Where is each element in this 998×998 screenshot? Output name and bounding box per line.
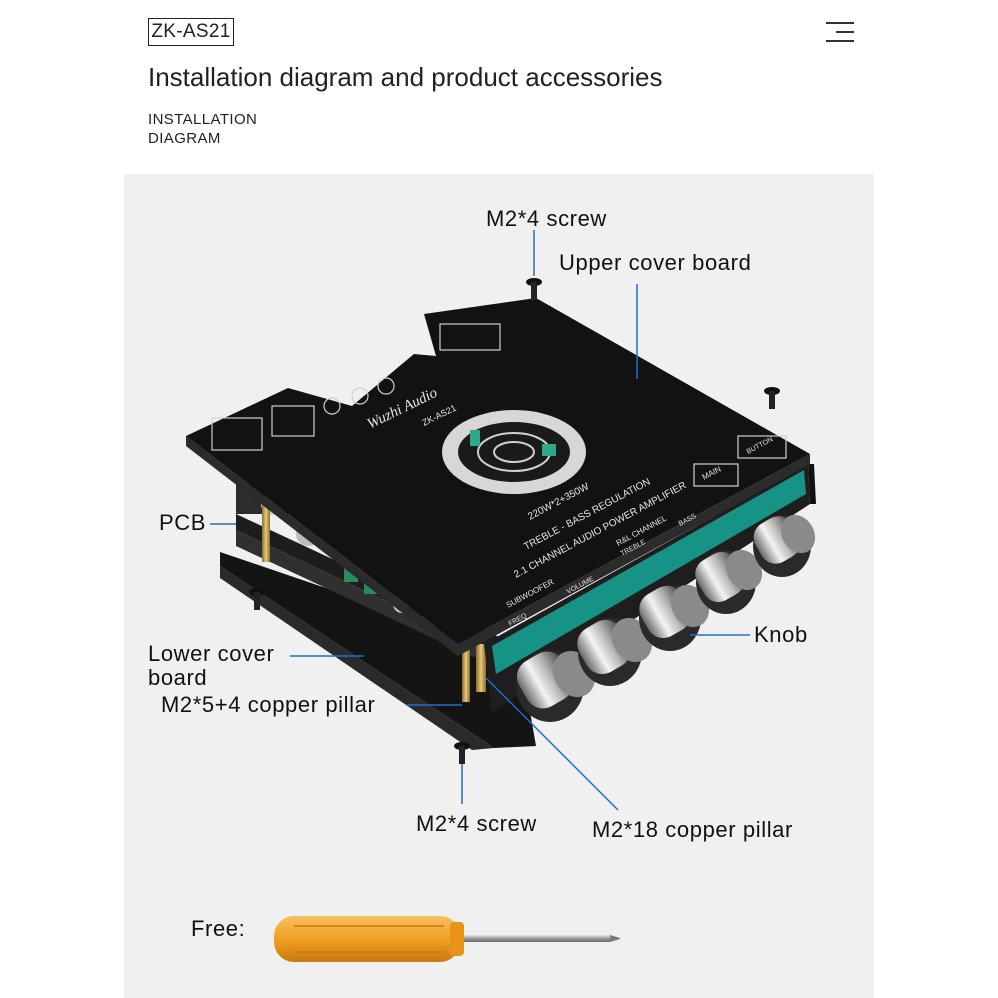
callout-upper-cover-board: Upper cover board (559, 250, 752, 275)
callout-screw-top: M2*4 screw (486, 206, 607, 231)
copper-pillar-short-left (262, 504, 270, 562)
knob-1 (516, 650, 596, 722)
callout-lower-cover-board: Lower cover board (148, 642, 274, 690)
model-badge: ZK-AS21 (148, 18, 234, 46)
free-accessory-label: Free: (191, 916, 246, 941)
lower-cover-board (220, 552, 536, 750)
front-panel (484, 464, 816, 712)
menu-line (826, 40, 854, 42)
knob-5 (753, 514, 816, 577)
screw-left (249, 588, 265, 610)
page-title: Installation diagram and product accesso… (148, 62, 663, 92)
callout-copper-pillar-short: M2*5+4 copper pillar (161, 692, 376, 717)
upper-cover-board (186, 298, 810, 656)
callout-lower-cover-line1: Lower cover (148, 641, 275, 666)
leader-lines (210, 230, 750, 811)
subtitle-line-2: DIAGRAM (148, 130, 221, 147)
section-subtitle: INSTALLATION DIAGRAM (148, 110, 257, 148)
screw-top (526, 278, 542, 300)
installation-diagram-panel: Wuzhi Audio ZK-AS21 220W*2+350W TREBLE -… (124, 174, 874, 998)
subtitle-line-1: INSTALLATION (148, 111, 258, 128)
callout-copper-pillar-long: M2*18 copper pillar (592, 817, 793, 842)
knob-4 (695, 549, 763, 614)
callout-knob: Knob (754, 622, 808, 647)
menu-line (826, 22, 854, 24)
leader-copper-long (485, 677, 619, 811)
copper-pillar-short-right (462, 648, 470, 702)
installation-diagram: Wuzhi Audio ZK-AS21 220W*2+350W TREBLE -… (186, 230, 816, 962)
menu-line (836, 31, 854, 33)
screwdriver-icon (274, 916, 620, 962)
screw-right (764, 387, 780, 409)
hamburger-menu-icon[interactable] (826, 22, 854, 44)
screw-bottom (454, 742, 470, 764)
callout-screw-bottom: M2*4 screw (416, 811, 537, 836)
callout-lower-cover-line2: board (148, 665, 208, 690)
knob-2 (577, 617, 653, 686)
copper-pillar-long (476, 644, 486, 692)
callout-pcb: PCB (159, 510, 207, 535)
